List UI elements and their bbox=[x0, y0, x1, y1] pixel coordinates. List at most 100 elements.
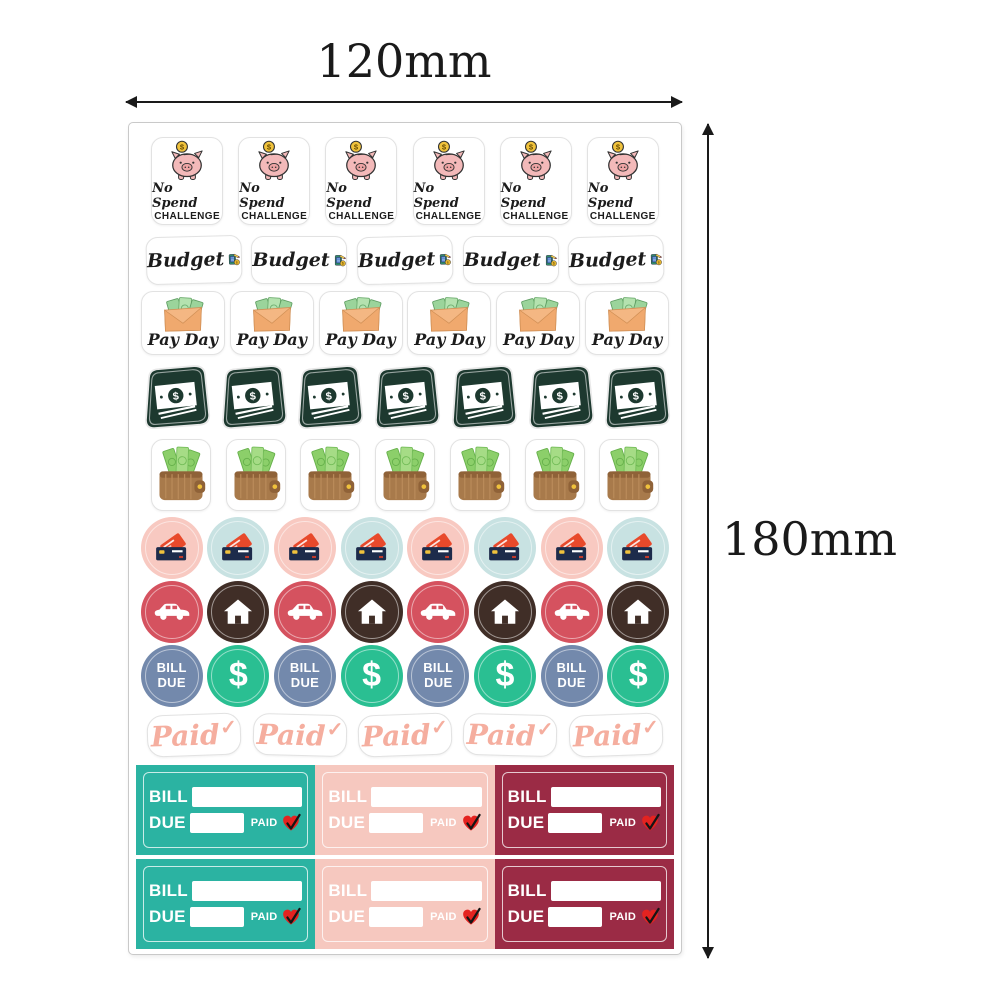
bill-due-dollar-circle-sticker: BILL DUE $ bbox=[540, 644, 603, 707]
cash-stack-icon: $ bbox=[451, 364, 517, 429]
paid-sticker: Paid ✓ bbox=[252, 712, 348, 758]
sticker-row-wallet bbox=[129, 437, 681, 513]
payday-envelope-icon bbox=[341, 297, 381, 332]
coin-dollar-glyph: $ bbox=[441, 143, 446, 152]
paid-sticker: Paid ✓ bbox=[567, 712, 664, 758]
due-blank-field bbox=[189, 813, 244, 833]
cash-stack-icon: $ bbox=[144, 364, 210, 429]
due-row: DUE PAID bbox=[149, 813, 302, 833]
coin-dollar-glyph: $ bbox=[180, 143, 185, 152]
credit-cards-icon bbox=[289, 532, 320, 560]
bill-due-label: BILL DUE bbox=[157, 660, 187, 691]
bill-row: BILL bbox=[149, 787, 303, 807]
wallet-icon bbox=[383, 446, 430, 501]
sticker-inner-border bbox=[143, 866, 309, 942]
budget-sticker: Budget $ bbox=[462, 236, 559, 284]
wallet-sticker bbox=[375, 439, 435, 511]
bill-word: BILL bbox=[423, 659, 454, 675]
bill-due-dollar-circle-sticker: BILL DUE $ bbox=[273, 644, 336, 707]
heart-check-icon bbox=[283, 813, 302, 831]
bill-word: BILL bbox=[289, 659, 321, 675]
wallet-icon bbox=[458, 446, 504, 501]
wallet-icon bbox=[607, 446, 654, 501]
sticker-inner-border bbox=[501, 772, 667, 848]
bill-word: BILL bbox=[556, 659, 587, 675]
car-house-circle-sticker bbox=[140, 580, 203, 643]
budget-label: Budget bbox=[146, 248, 225, 273]
bill-dollar-glyph: $ bbox=[249, 390, 256, 403]
pay-day-label: Pay Day bbox=[591, 330, 663, 349]
coin-dollar-glyph: $ bbox=[659, 260, 661, 264]
dollar-sign-label: $ bbox=[495, 656, 515, 694]
house-icon bbox=[224, 598, 253, 624]
budget-label: Budget bbox=[569, 248, 647, 273]
bill-due-dollar-circle-sticker: BILL DUE $ bbox=[407, 644, 470, 707]
bill-label: BILL bbox=[328, 881, 368, 900]
sticker-row-paid: Paid ✓ Paid ✓ Paid ✓ Paid ✓ Paid ✓ bbox=[129, 712, 681, 758]
piggy-bank-icon: $ bbox=[258, 140, 290, 181]
coin-dollar-glyph: $ bbox=[529, 143, 534, 152]
due-label: DUE bbox=[328, 813, 366, 832]
cash-stack-icon: $ bbox=[298, 364, 364, 429]
sticker-inner-border bbox=[322, 772, 488, 848]
bill-label: BILL bbox=[328, 787, 368, 806]
wallet-sticker bbox=[300, 439, 361, 511]
piggy-bank-icon: $ bbox=[520, 140, 552, 181]
width-dimension-arrow bbox=[125, 96, 683, 108]
due-word: DUE bbox=[157, 674, 186, 690]
cash-stack-icon: $ bbox=[605, 364, 671, 429]
no-spend-label: No Spend bbox=[500, 181, 546, 211]
bill-due-dollar-circle-sticker: BILL DUE $ bbox=[140, 644, 203, 707]
bill-label: BILL bbox=[149, 881, 188, 900]
wallet-sticker bbox=[524, 439, 585, 511]
bill-blank-field bbox=[550, 881, 661, 901]
paid-label: Paid bbox=[466, 717, 537, 753]
pay-day-label: Pay Day bbox=[147, 330, 219, 349]
challenge-label: CHALLENGE bbox=[241, 210, 308, 222]
bill-dollar-glyph: $ bbox=[326, 390, 333, 403]
car-house-circle-sticker bbox=[607, 580, 670, 643]
height-dimension-label: 180mm bbox=[722, 512, 898, 566]
sticker-row-bill-due-paid: BILL DUE PAID BILL DUE PAID bbox=[129, 859, 681, 949]
bill-due-paid-sticker: BILL DUE PAID bbox=[494, 765, 674, 855]
no-spend-label: No Spend bbox=[587, 181, 634, 211]
bill-due-paid-sticker: BILL DUE PAID bbox=[136, 765, 316, 855]
credit-card-circle-sticker bbox=[207, 516, 270, 579]
piggy-bank-icon: $ bbox=[345, 140, 378, 181]
sticker-inner-border bbox=[143, 772, 309, 848]
credit-card-circle-sticker bbox=[340, 516, 403, 579]
bill-row: BILL bbox=[508, 787, 661, 807]
heart-check-icon bbox=[462, 813, 481, 831]
paid-sticker: Paid ✓ bbox=[146, 712, 243, 758]
due-word: DUE bbox=[424, 674, 453, 690]
sticker-row-cash: $ $ $ bbox=[129, 359, 681, 435]
due-blank-field bbox=[369, 907, 424, 927]
due-label: DUE bbox=[328, 907, 366, 926]
cash-stack-icon: $ bbox=[375, 364, 441, 429]
piggy-bank-icon: $ bbox=[432, 140, 465, 181]
pay-day-label: Pay Day bbox=[236, 330, 307, 349]
coin-dollar-glyph: $ bbox=[553, 261, 555, 265]
dollar-sign-label: $ bbox=[228, 656, 248, 694]
paid-label: Paid bbox=[256, 717, 326, 753]
credit-card-circle-sticker bbox=[607, 516, 670, 579]
cash-stack-icon: $ bbox=[528, 364, 594, 429]
pay-day-sticker: Pay Day bbox=[585, 291, 670, 355]
no-spend-challenge-sticker: $ No Spend CHALLENGE bbox=[238, 137, 311, 225]
bill-due-label: BILL DUE bbox=[423, 659, 454, 691]
due-row: DUE PAID bbox=[328, 907, 481, 927]
due-blank-field bbox=[548, 907, 603, 927]
bill-dollar-glyph: $ bbox=[556, 390, 563, 403]
challenge-label: CHALLENGE bbox=[502, 210, 569, 222]
bill-due-label: BILL DUE bbox=[289, 659, 321, 691]
credit-cards-icon bbox=[555, 532, 586, 560]
pay-day-label: Pay Day bbox=[503, 330, 574, 349]
sticker-row-bill-dollar: BILL DUE $ BILL DUE $ BILL DUE $ BILL DU… bbox=[129, 644, 681, 707]
bill-due-dollar-circle-sticker: BILL DUE $ bbox=[207, 644, 270, 707]
paid-label: PAID bbox=[609, 817, 637, 829]
credit-card-circle-sticker bbox=[407, 516, 470, 579]
piggy-bank-icon: $ bbox=[171, 140, 203, 181]
credit-cards-icon bbox=[422, 532, 453, 560]
house-icon bbox=[357, 598, 386, 624]
